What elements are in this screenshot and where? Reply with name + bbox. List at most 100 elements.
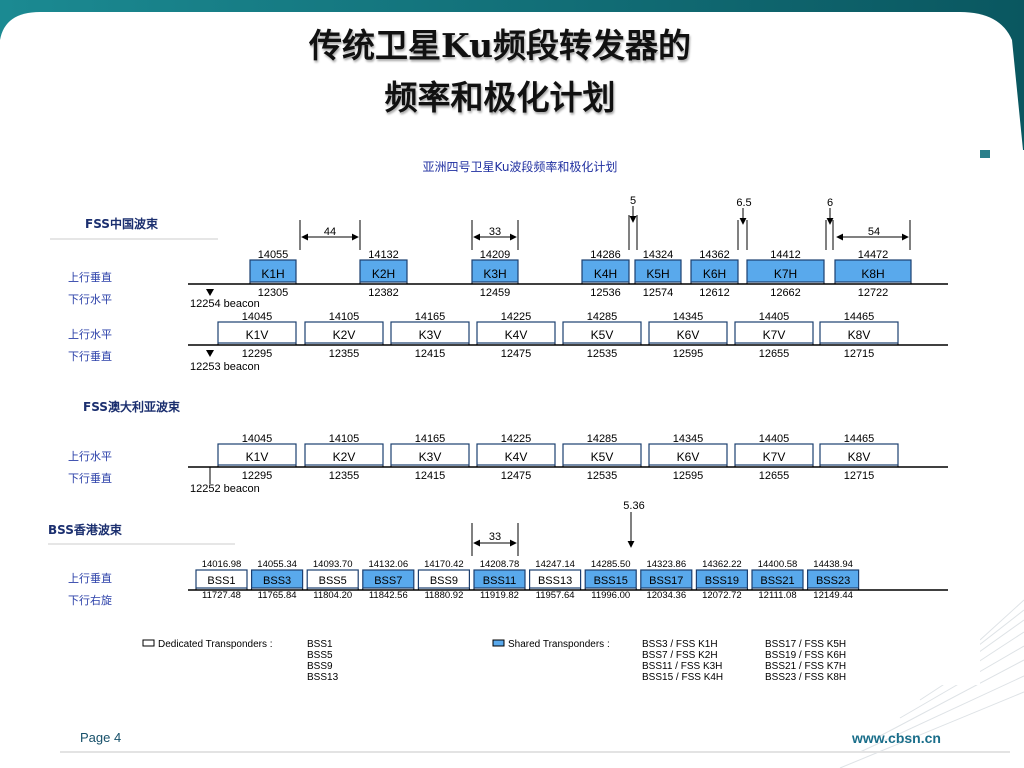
transponder-name: K5V <box>591 328 614 342</box>
uplink-frequency: 14208.78 <box>480 559 520 570</box>
legend-dedicated-item: BSS5 <box>307 650 333 661</box>
downlink-frequency: 12475 <box>501 470 532 482</box>
transponder-box <box>251 569 304 589</box>
uplink-frequency: 14285.50 <box>591 559 631 570</box>
legend-shared-title: Shared Transponders : <box>508 639 610 650</box>
transponder-box <box>471 259 519 283</box>
downlink-frequency: 12535 <box>587 470 618 482</box>
legend-shared-item: BSS7 / FSS K2H <box>642 650 718 661</box>
transponder-box <box>562 321 642 344</box>
uplink-frequency: 14132.06 <box>368 559 408 570</box>
uplink-frequency: 14405 <box>759 311 790 323</box>
legend-shared-item: BSS21 / FSS K7H <box>765 661 846 672</box>
downlink-frequency: 12722 <box>858 287 889 299</box>
downlink-frequency: 12355 <box>329 348 360 360</box>
uplink-frequency: 14465 <box>844 433 875 445</box>
transponder-box <box>359 259 408 283</box>
dim-label-33b: 33 <box>489 531 501 543</box>
uplink-frequency: 14285 <box>587 311 618 323</box>
uplink-frequency: 14170.42 <box>424 559 464 570</box>
logo-star-icon: * <box>890 30 897 48</box>
legend-shared-item: BSS23 / FSS K8H <box>765 672 846 683</box>
uplink-frequency: 14323.86 <box>646 559 686 570</box>
transponder-name: K3H <box>483 267 506 281</box>
dim-label-44: 44 <box>324 226 336 238</box>
transponder-box <box>834 259 912 283</box>
transponder-row-k-v: K1V1404512295K2V1410512355K3V1416512415K… <box>217 311 899 360</box>
transponder-box <box>751 569 804 589</box>
transponder-box <box>819 443 899 466</box>
legend-shared-swatch <box>492 639 505 647</box>
dim-label-6: 6 <box>827 197 833 209</box>
cbsn-logo: CBSN * <box>855 30 989 76</box>
downlink-frequency: 12034.36 <box>646 590 686 601</box>
transponder-name: BSS5 <box>319 575 347 587</box>
transponder-name: BSS7 <box>374 575 402 587</box>
transponder-name: K8V <box>848 328 871 342</box>
transponder-box <box>648 443 728 466</box>
legend-shared-item: BSS11 / FSS K3H <box>642 661 722 672</box>
transponder-name: K7V <box>763 450 786 464</box>
transponder-name: K6V <box>677 328 700 342</box>
transponder-name: K2V <box>333 450 356 464</box>
downlink-frequency: 12655 <box>759 470 790 482</box>
transponder-name: BSS1 <box>207 575 235 587</box>
downlink-frequency: 12295 <box>242 348 273 360</box>
transponder-box <box>562 443 642 466</box>
pol-label: 上行水平 <box>68 450 112 463</box>
uplink-frequency: 14324 <box>643 249 674 261</box>
uplink-frequency: 14400.58 <box>758 559 798 570</box>
downlink-frequency: 12574 <box>643 287 674 299</box>
uplink-frequency: 14465 <box>844 311 875 323</box>
frequency-plan-diagram: 亚洲四号卫星Ku波段频率和极化计划 FSS中国波束 FSS澳大利亚波束 BSS香… <box>48 159 948 683</box>
slide-title-line2: 频率和极化计划 <box>384 78 616 117</box>
transponder-box <box>217 443 297 466</box>
uplink-frequency: 14438.94 <box>813 559 853 570</box>
beacon-label: 12254 beacon <box>190 298 260 310</box>
transponder-name: K7V <box>763 328 786 342</box>
website-link[interactable]: www.cbsn.cn <box>852 730 941 746</box>
legend-shared-item: BSS17 / FSS K5H <box>765 639 846 650</box>
section-australia: FSS澳大利亚波束 <box>83 399 181 414</box>
section-china: FSS中国波束 <box>85 216 159 231</box>
transponder-box <box>217 321 297 344</box>
transponder-name: K6H <box>703 267 726 281</box>
uplink-frequency: 14016.98 <box>202 559 242 570</box>
transponder-box <box>306 569 359 589</box>
uplink-frequency: 14225 <box>501 311 532 323</box>
transponder-name: BSS21 <box>760 575 794 587</box>
legend-dedicated-title: Dedicated Transponders : <box>158 639 273 650</box>
transponder-name: K6V <box>677 450 700 464</box>
transponder-box <box>746 259 825 283</box>
uplink-frequency: 14472 <box>858 249 889 261</box>
legend-shared-item: BSS19 / FSS K6H <box>765 650 846 661</box>
uplink-frequency: 14209 <box>480 249 511 261</box>
transponder-row-k-h: K1H1405512305K2H1413212382K3H1420912459K… <box>249 249 912 299</box>
pol-label: 下行垂直 <box>68 471 112 485</box>
downlink-frequency: 11727.48 <box>202 590 241 601</box>
downlink-frequency: 12715 <box>844 348 875 360</box>
transponder-box <box>695 569 749 589</box>
transponder-box <box>634 259 682 283</box>
transponder-box <box>249 259 297 283</box>
downlink-frequency: 12295 <box>242 470 273 482</box>
downlink-frequency: 12612 <box>699 287 730 299</box>
transponder-box <box>473 569 526 589</box>
uplink-frequency: 14412 <box>770 249 801 261</box>
transponder-name: K1V <box>246 450 269 464</box>
downlink-frequency: 12475 <box>501 348 532 360</box>
pol-label: 上行水平 <box>68 328 112 341</box>
dim-label-5: 5 <box>630 195 636 207</box>
uplink-frequency: 14285 <box>587 433 618 445</box>
legend-dedicated-item: BSS13 <box>307 672 339 683</box>
legend-dedicated-swatch <box>142 639 155 647</box>
transponder-name: K4H <box>594 267 617 281</box>
uplink-frequency: 14362.22 <box>702 559 742 570</box>
uplink-frequency: 14055 <box>258 249 289 261</box>
transponder-box <box>648 321 728 344</box>
beacon-arrow-icon <box>206 350 214 357</box>
transponder-box <box>819 321 899 344</box>
downlink-frequency: 12459 <box>480 287 511 299</box>
downlink-frequency: 12655 <box>759 348 790 360</box>
downlink-frequency: 12355 <box>329 470 360 482</box>
